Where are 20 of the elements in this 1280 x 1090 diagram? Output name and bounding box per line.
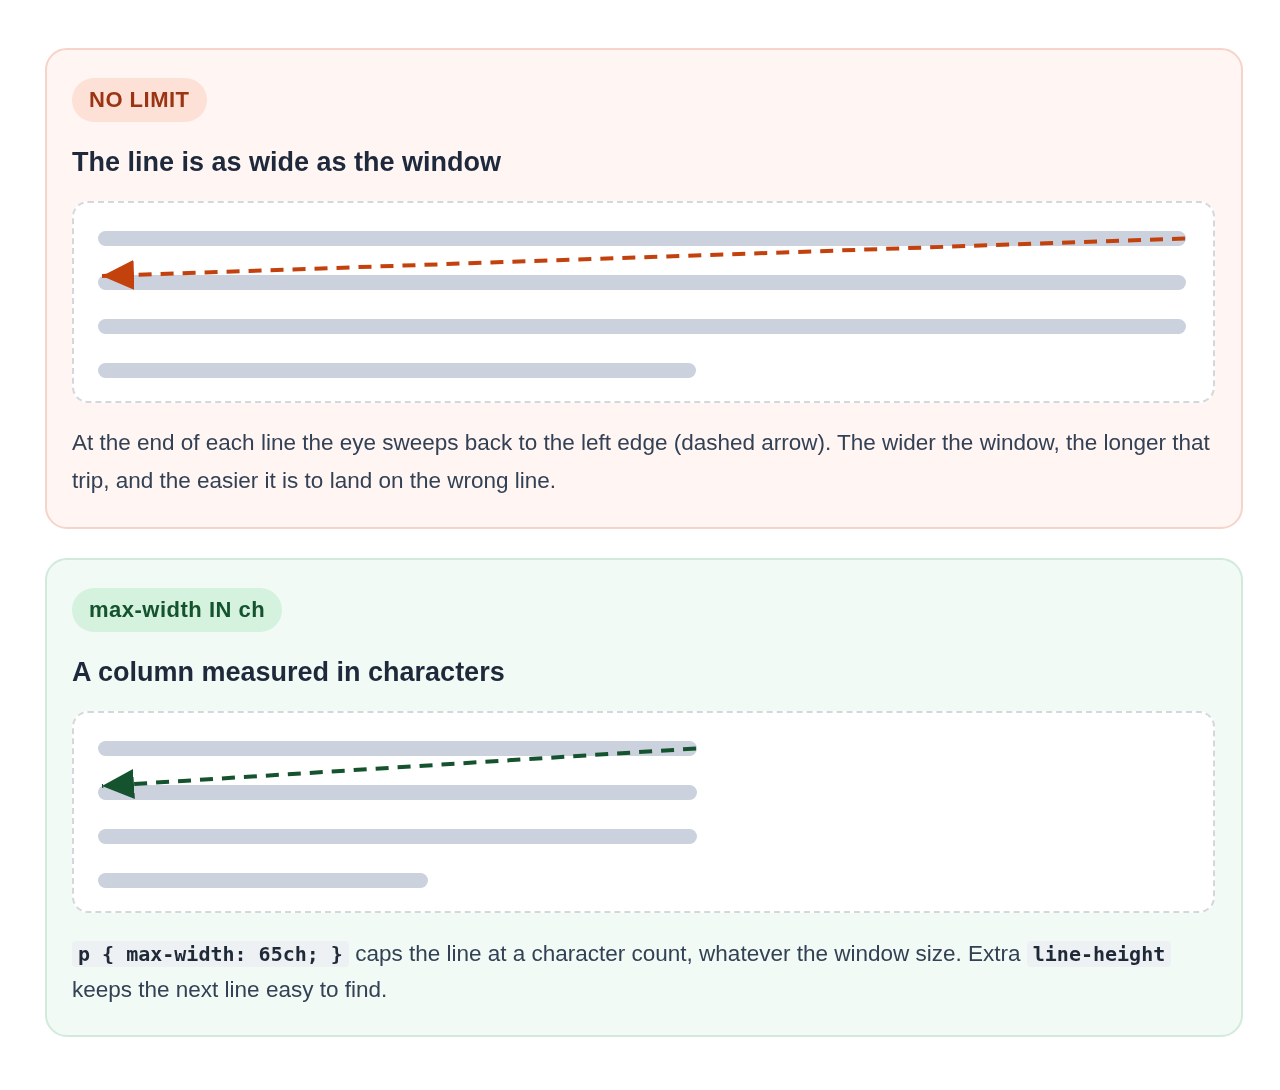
text-line-placeholder (98, 363, 696, 378)
text-line-placeholder (98, 231, 1186, 246)
category-tag: NO LIMIT (72, 78, 207, 122)
info-card (45, 48, 1243, 529)
text-line-placeholder (98, 829, 697, 844)
info-card (45, 558, 1243, 1037)
illustration-panel (72, 201, 1215, 403)
eye-sweep-arrow (101, 746, 697, 799)
card-description: p { max-width: 65ch; } caps the line at a character count, whatever the window size. Extra line-height keeps the next line easy to find. (72, 936, 1218, 1008)
text-line-placeholder (98, 319, 1186, 334)
text-line-placeholder (98, 873, 428, 888)
card-description: At the end of each line the eye sweeps back to the left edge (dashed arrow). The wider the window, the longer that trip, and the easier it is to land on the wrong line. (72, 429, 1211, 495)
text-line-placeholder (98, 275, 1186, 290)
card-heading: A column measured in characters (72, 656, 505, 689)
text-line-placeholder (98, 741, 697, 756)
card-heading: The line is as wide as the window (72, 146, 502, 179)
eye-sweep-arrow (101, 236, 1186, 290)
text-line-placeholder (98, 785, 697, 800)
category-tag: max-width IN ch (72, 588, 283, 632)
illustration-panel (72, 711, 1215, 913)
